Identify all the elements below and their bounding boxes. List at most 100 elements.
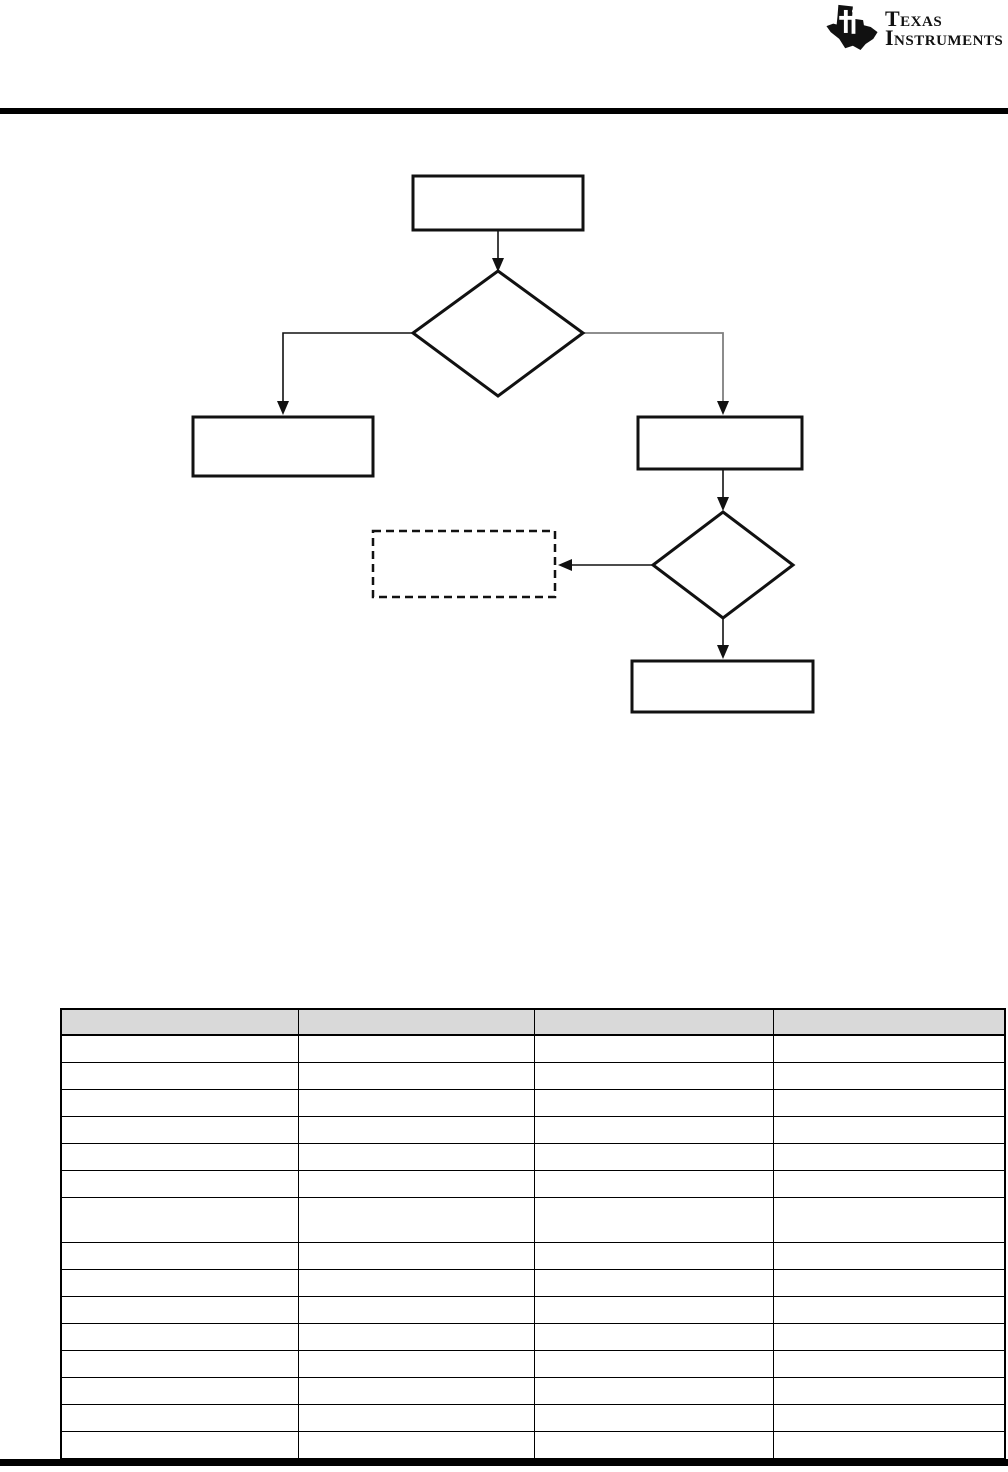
table-header-cell: [297, 1008, 535, 1036]
flow-decision-2: [650, 510, 796, 620]
table-header-row: [60, 1008, 1006, 1036]
table-body: [60, 1034, 1006, 1460]
table-cell: [60, 1143, 299, 1171]
table-row: [60, 1431, 1006, 1460]
table-cell: [533, 1242, 774, 1270]
table-cell: [60, 1062, 299, 1090]
table-row: [60, 1062, 1006, 1090]
table-cell: [60, 1197, 299, 1243]
table-cell: [533, 1269, 774, 1297]
table-cell: [60, 1242, 299, 1270]
table-cell: [533, 1143, 774, 1171]
flow-box-dashed: [371, 529, 557, 599]
table-row: [60, 1269, 1006, 1297]
table-cell: [60, 1404, 299, 1432]
table-cell: [772, 1062, 1006, 1090]
table-cell: [297, 1143, 535, 1171]
flow-box-top: [411, 174, 585, 232]
table-cell: [60, 1034, 299, 1063]
flow-decision-1: [410, 269, 586, 398]
table-cell: [533, 1116, 774, 1144]
table-cell: [60, 1170, 299, 1198]
table-cell: [533, 1089, 774, 1117]
table-row: [60, 1242, 1006, 1270]
table-cell: [297, 1431, 535, 1460]
table-cell: [60, 1089, 299, 1117]
header-rule: [0, 108, 1008, 114]
table-cell: [772, 1242, 1006, 1270]
table-cell: [297, 1296, 535, 1324]
table-cell: [297, 1269, 535, 1297]
table-cell: [533, 1296, 774, 1324]
table-row: [60, 1116, 1006, 1144]
table-cell: [772, 1323, 1006, 1351]
table-cell: [60, 1116, 299, 1144]
arrowhead-right-box: [717, 401, 729, 415]
brand-line-texas: Texas: [885, 6, 943, 31]
table-cell: [60, 1269, 299, 1297]
table-cell: [533, 1350, 774, 1378]
table-row: [60, 1404, 1006, 1432]
table-cell: [297, 1323, 535, 1351]
table-cell: [772, 1404, 1006, 1432]
table-cell: [297, 1350, 535, 1378]
table-header-cell: [772, 1008, 1006, 1036]
table-row: [60, 1323, 1006, 1351]
brand-wordmark: Texas Instruments: [885, 4, 1004, 50]
flow-box-right: [636, 415, 804, 471]
texas-map-icon: [826, 4, 878, 50]
table-cell: [60, 1431, 299, 1460]
table-row: [60, 1089, 1006, 1117]
flow-box-left: [191, 415, 375, 478]
ti-logo: Texas Instruments: [826, 4, 1003, 50]
table-header-cell: [60, 1008, 299, 1036]
table-cell: [297, 1170, 535, 1198]
table-cell: [533, 1034, 774, 1063]
flow-connector-decision1-to-left-box: [282, 332, 413, 403]
table-cell: [297, 1062, 535, 1090]
table-cell: [297, 1242, 535, 1270]
table-cell: [60, 1323, 299, 1351]
table-row: [60, 1296, 1006, 1324]
table-cell: [533, 1062, 774, 1090]
table-cell: [772, 1269, 1006, 1297]
table-cell: [297, 1116, 535, 1144]
flow-box-bottom: [630, 659, 815, 714]
table-cell: [772, 1350, 1006, 1378]
table-cell: [772, 1377, 1006, 1405]
footer-rule: [0, 1459, 1008, 1466]
table-cell: [772, 1170, 1006, 1198]
table-cell: [772, 1296, 1006, 1324]
table-cell: [533, 1377, 774, 1405]
arrowhead-bottom-box: [717, 645, 729, 659]
table-cell: [533, 1404, 774, 1432]
table-header-cell: [533, 1008, 774, 1036]
table-row: [60, 1143, 1006, 1171]
arrowhead-decision1: [492, 258, 504, 272]
table-cell: [297, 1089, 535, 1117]
table-cell: [533, 1170, 774, 1198]
table-cell: [297, 1034, 535, 1063]
table-cell: [772, 1116, 1006, 1144]
table-cell: [60, 1296, 299, 1324]
table-row: [60, 1170, 1006, 1198]
flow-connector-decision1-to-right-box: [583, 332, 724, 403]
table-cell: [533, 1197, 774, 1243]
table-cell: [772, 1034, 1006, 1063]
table-cell: [772, 1143, 1006, 1171]
arrowhead-dashed-box: [558, 559, 572, 571]
table-cell: [60, 1377, 299, 1405]
table-row: [60, 1350, 1006, 1378]
data-table: [60, 1008, 1006, 1460]
table-cell: [60, 1350, 299, 1378]
table-cell: [297, 1377, 535, 1405]
table-cell: [297, 1197, 535, 1243]
arrowhead-left-box: [277, 401, 289, 415]
flowchart-canvas: [191, 174, 815, 714]
table-cell: [772, 1089, 1006, 1117]
table-cell: [297, 1404, 535, 1432]
table-row: [60, 1377, 1006, 1405]
table-cell: [533, 1431, 774, 1460]
brand-line-instruments: Instruments: [885, 25, 1004, 50]
